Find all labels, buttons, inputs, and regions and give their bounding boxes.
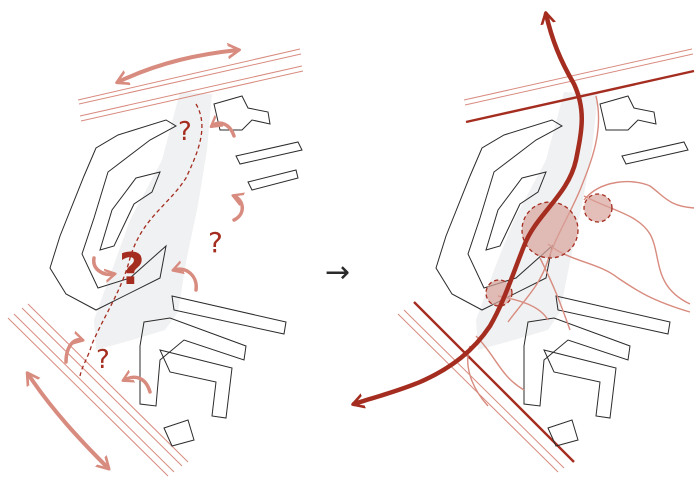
curved-arrow-5 — [64, 340, 82, 364]
question-mark-1: ? — [178, 117, 192, 147]
question-mark-2: ? — [208, 226, 223, 259]
building-lower-4 — [163, 419, 195, 447]
building-right-3 — [247, 169, 299, 191]
question-mark-large: ? — [119, 244, 145, 295]
green-corridor — [94, 92, 212, 350]
curved-arrow-2 — [234, 196, 242, 222]
question-mark-3: ? — [96, 345, 110, 375]
secondary-path-3 — [583, 180, 695, 209]
double-arrow-bottom — [28, 374, 108, 468]
building-right-2-after — [621, 141, 689, 165]
building-left-long — [49, 119, 178, 311]
main-spine-arrow — [354, 14, 584, 404]
curved-arrow-3 — [92, 256, 114, 274]
curved-arrow-6 — [124, 377, 152, 394]
node-small-upper — [583, 193, 613, 223]
panel-before: ? ? ? ? — [7, 49, 304, 477]
building-lower-3-after — [543, 349, 617, 419]
secondary-path-7 — [475, 335, 525, 391]
building-lower-3 — [159, 349, 233, 419]
building-right-1-after — [599, 95, 657, 131]
secondary-path-4 — [547, 243, 691, 313]
building-left-inner — [99, 171, 161, 251]
building-right-1 — [213, 95, 271, 131]
curved-arrow-1 — [212, 123, 236, 138]
building-lower-4-after — [547, 419, 579, 447]
curved-arrows — [64, 123, 242, 394]
double-arrow-top — [118, 50, 238, 82]
panel-after — [354, 14, 695, 473]
building-lower-1 — [171, 295, 287, 335]
building-lower-1-after — [555, 295, 671, 335]
curved-arrow-4 — [174, 269, 198, 292]
informal-dashed-path — [79, 103, 203, 377]
building-right-2 — [235, 141, 303, 165]
transition-arrow: → — [325, 255, 350, 290]
building-lower-2 — [139, 317, 247, 407]
secondary-path-8 — [467, 345, 489, 407]
